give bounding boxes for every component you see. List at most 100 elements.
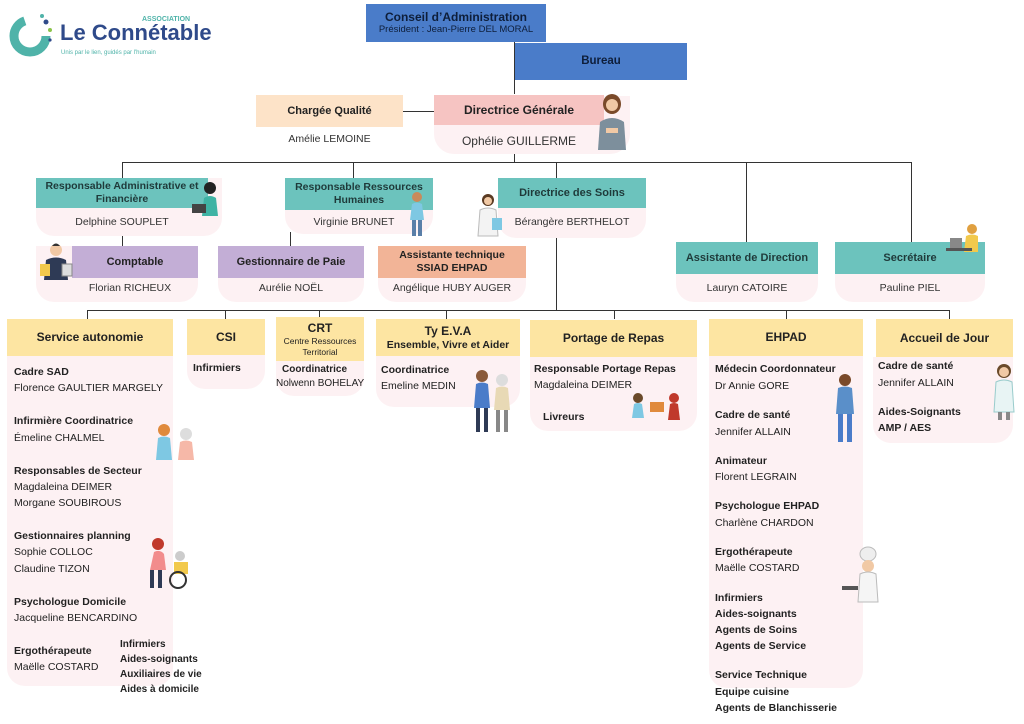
- autonomie-role-0: Cadre SAD: [14, 366, 69, 378]
- walking-elderly-icon: [474, 370, 510, 432]
- ehpad-role-0: Médecin Coordonnateur: [715, 363, 836, 375]
- ehpad-group2-1: Equipe cuisine: [715, 686, 790, 698]
- accountant-woman-icon: [192, 182, 218, 216]
- ehpad-role-4: Ergothérapeute: [715, 546, 793, 558]
- ca-title: Conseil d’Administration: [384, 10, 527, 24]
- ehpad-name-4: Maëlle COSTARD: [715, 562, 800, 574]
- nurse-director-icon: [477, 194, 502, 237]
- ehpad-role-2: Animateur: [715, 455, 767, 467]
- ehpad-title: EHPAD: [709, 319, 863, 356]
- accueil-panel: [873, 357, 1013, 443]
- autonomie-name-3a: Sophie COLLOC: [14, 546, 93, 558]
- ad-name: Lauryn CATOIRE: [706, 282, 788, 294]
- ehpad-name-3: Charlène CHARDON: [715, 517, 814, 529]
- tyeva-name: Emeline MEDIN: [381, 380, 456, 392]
- csi-title: CSI: [187, 319, 265, 355]
- drop-raf: [122, 162, 123, 178]
- director-woman-icon: [598, 94, 626, 150]
- nurse-icon: [993, 364, 1015, 420]
- drop-ds: [556, 162, 557, 178]
- line-services-bus: [87, 310, 949, 311]
- autonomie-name-0: Florence GAULTIER MARGELY: [14, 382, 163, 394]
- ssiad-name: Angélique HUBY AUGER: [392, 282, 512, 294]
- accueil-role: Cadre de santé: [878, 360, 954, 372]
- drop-ad: [746, 162, 747, 242]
- autonomie-role-3: Gestionnaires planning: [14, 530, 131, 542]
- logo-name: Le Connétable: [60, 20, 212, 45]
- hr-woman-icon: [410, 192, 424, 236]
- autonomie-extra-2: Auxiliaires de vie: [120, 669, 202, 680]
- ehpad-role-1: Cadre de santé: [715, 409, 791, 421]
- ssiad-title: Assistante technique SSIAD EHPAD: [378, 246, 526, 278]
- ehpad-group1-0: Infirmiers: [715, 592, 763, 604]
- ehpad-group1-3: Agents de Service: [715, 640, 807, 652]
- portage-extra: Livreurs: [543, 411, 585, 423]
- delivery-icon: [632, 393, 680, 420]
- tyeva-header: Ty E.V.A Ensemble, Vivre et Aider: [376, 319, 520, 356]
- crt-role: Coordinatrice: [282, 364, 348, 375]
- logo-tagline: Unis par le lien, guidés par l'humain: [61, 50, 156, 56]
- line-qualite-dg: [402, 111, 434, 112]
- ad-title: Assistante de Direction: [676, 242, 818, 274]
- autonomie-title: Service autonomie: [7, 319, 173, 356]
- ehpad-name-0: Dr Annie GORE: [715, 380, 790, 392]
- rrh-title: Responsable Ressources Humaines: [285, 178, 433, 210]
- drop-rrh: [353, 162, 354, 178]
- raf-title: Responsable Administrative et Financière: [36, 178, 208, 208]
- accueil-title: Accueil de Jour: [876, 319, 1013, 357]
- ca-box: Conseil d’Administration Président : Jea…: [366, 4, 546, 42]
- sec-name: Pauline PIEL: [879, 282, 941, 294]
- wheelchair-helper-icon: [150, 538, 188, 589]
- autonomie-role-5: Ergothérapeute: [14, 645, 92, 657]
- autonomie-role-1: Infirmière Coordinatrice: [14, 415, 134, 427]
- ehpad-group2-0: Service Technique: [715, 669, 808, 681]
- tyeva-title: Ty E.V.A: [424, 323, 472, 338]
- crt-panel: [276, 360, 364, 396]
- tyeva-sub: Ensemble, Vivre et Aider: [386, 338, 510, 351]
- autonomie-name-1: Émeline CHALMEL: [14, 432, 105, 444]
- drop-csi: [225, 310, 226, 319]
- portage-role: Responsable Portage Repas: [534, 363, 676, 375]
- drop-portage: [614, 310, 615, 319]
- ehpad-group1-1: Aides-soignants: [715, 608, 797, 620]
- autonomie-role-2: Responsables de Secteur: [14, 465, 142, 477]
- dg-title: Directrice Générale: [434, 95, 604, 125]
- line-rrh-paie: [290, 232, 291, 246]
- tyeva-role: Coordinatrice: [381, 364, 450, 376]
- accueil-extra1: Aides-Soignants: [878, 406, 961, 418]
- drop-accueil: [949, 310, 950, 319]
- accountant-man-icon: [40, 243, 73, 280]
- logo-association: ASSOCIATION: [142, 16, 191, 23]
- autonomie-role-4: Psychologue Domicile: [14, 596, 127, 608]
- autonomie-panel: [7, 356, 173, 686]
- drop-autonomie: [87, 310, 88, 319]
- autonomie-name-5: Maëlle COSTARD: [14, 661, 99, 673]
- logo-mark-icon: [9, 14, 52, 57]
- raf-name: Delphine SOUPLET: [75, 216, 169, 228]
- ca-subtitle: Président : Jean-Pierre DEL MORAL: [378, 24, 534, 35]
- line-raf-compt: [122, 236, 123, 246]
- line-level2-bus: [122, 162, 911, 163]
- portage-title: Portage de Repas: [530, 320, 697, 357]
- autonomie-name-2b: Morgane SOUBIROUS: [14, 497, 122, 509]
- crt-name: Nolwenn BOHELAY: [276, 378, 365, 389]
- drop-crt: [319, 310, 320, 319]
- autonomie-extra-0: Infirmiers: [120, 639, 166, 650]
- ds-title: Directrice des Soins: [498, 178, 646, 208]
- ehpad-role-3: Psychologue EHPAD: [715, 500, 820, 512]
- doctor-icon: [836, 374, 854, 442]
- autonomie-extra-3: Aides à domicile: [120, 684, 199, 695]
- drop-sec: [911, 162, 912, 242]
- ehpad-group2-2: Agents de Blanchisserie: [715, 702, 837, 714]
- secretary-desk-icon: [946, 224, 978, 252]
- dg-name: Ophélie GUILLERME: [461, 134, 577, 148]
- autonomie-name-2a: Magdaleina DEIMER: [14, 481, 113, 493]
- accueil-name: Jennifer ALLAIN: [878, 377, 954, 389]
- compt-title: Comptable: [72, 246, 198, 278]
- line-ca-bureau: [514, 42, 515, 94]
- compt-name: Florian RICHEUX: [88, 282, 172, 294]
- caregiver-elderly-icon: [156, 424, 194, 460]
- qualite-name: Amélie LEMOINE: [288, 133, 371, 145]
- ehpad-name-2: Florent LEGRAIN: [715, 471, 797, 483]
- autonomie-name-3b: Claudine TIZON: [14, 563, 90, 575]
